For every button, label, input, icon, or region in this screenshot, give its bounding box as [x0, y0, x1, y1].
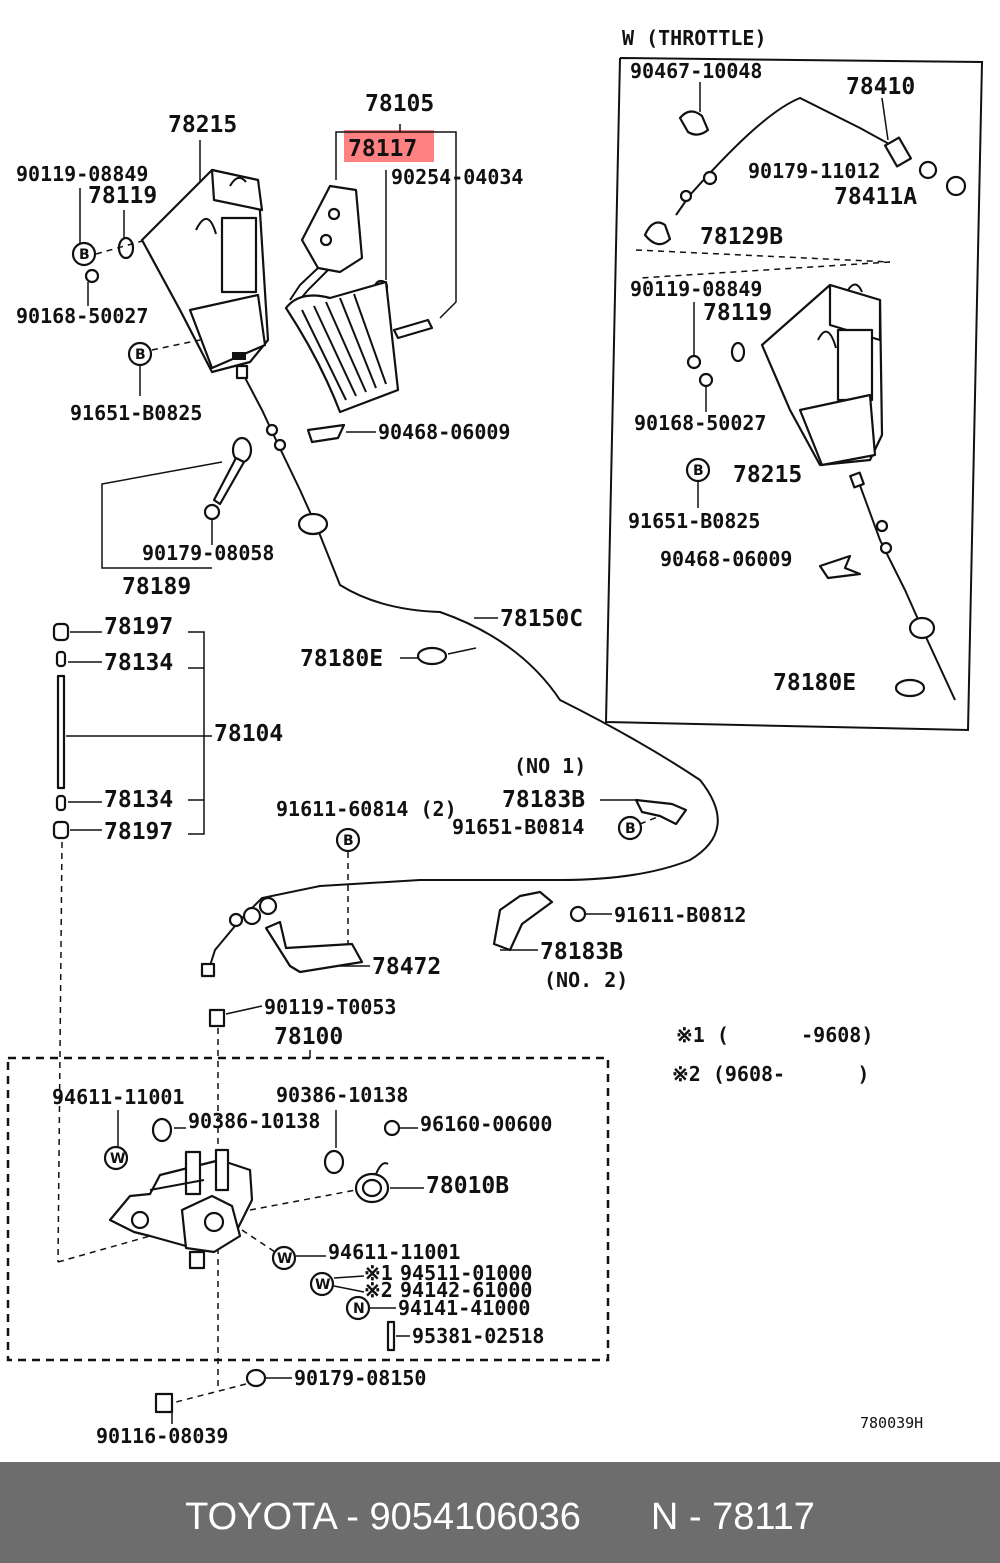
label-96160-00600: 96160-00600	[420, 1112, 552, 1136]
pedal-bracket	[140, 168, 270, 374]
ref-prefix: N -	[650, 1496, 713, 1538]
bolt-78189	[203, 436, 253, 521]
label-78183b-2: 78183B	[540, 939, 623, 965]
label-78134-b: 78134	[104, 787, 173, 813]
label-91651-b0814: 91651-B0814	[452, 815, 584, 839]
label-w-throttle: W (THROTTLE)	[622, 26, 767, 50]
label-90254-04034: 90254-04034	[391, 165, 523, 189]
label-r-78410: 78410	[846, 74, 915, 100]
label-78105: 78105	[365, 91, 434, 117]
label-78104: 78104	[214, 721, 283, 747]
label-94141-41000: 94141-41000	[398, 1296, 530, 1320]
label-78150c: 78150C	[500, 606, 583, 632]
label-78189: 78189	[122, 574, 191, 600]
label-90386-10138-b: 90386-10138	[276, 1083, 408, 1107]
label-no-2: (NO. 2)	[544, 968, 628, 992]
circle-w-2: W	[277, 1251, 292, 1267]
label-r-90168-50027: 90168-50027	[634, 411, 766, 435]
label-78183b-1: 78183B	[502, 787, 585, 813]
note-1: ※1 ( -9608)	[676, 1023, 873, 1047]
label-r-91651-b0825: 91651-B0825	[628, 509, 760, 533]
label-91611-60814: 91611-60814 (2)	[276, 797, 457, 821]
ref-number: 78117	[712, 1496, 815, 1538]
accelerator-pedal-arm	[284, 184, 434, 414]
label-78010b: 78010B	[426, 1173, 509, 1199]
circle-b-3: B	[343, 833, 354, 849]
label-78180e: 78180E	[300, 646, 383, 672]
circle-b-r: B	[693, 463, 704, 479]
label-78117: 78117	[348, 136, 417, 162]
label-90168-50027: 90168-50027	[16, 304, 148, 328]
label-r-78119: 78119	[703, 300, 772, 326]
drawing-number: 780039H	[860, 1414, 923, 1432]
clip-icon	[678, 110, 710, 136]
label-r-78215: 78215	[733, 462, 802, 488]
label-91651-b0825: 91651-B0825	[70, 401, 202, 425]
parts-diagram: W (THROTTLE) 90467-10048 78410 90179-110…	[6, 26, 984, 1448]
circle-w-1: W	[110, 1151, 125, 1167]
label-78197-b: 78197	[104, 819, 173, 845]
label-90386-10138-a: 90386-10138	[188, 1109, 320, 1133]
label-r-78180e: 78180E	[773, 670, 856, 696]
note-2: ※2 (9608- )	[672, 1062, 869, 1086]
label-90119-t0053: 90119-T0053	[264, 995, 396, 1019]
label-94611-11001-a: 94611-11001	[52, 1085, 184, 1109]
part-number: 9054106036	[369, 1496, 581, 1538]
label-r-90468-06009: 90468-06009	[660, 547, 792, 571]
footer-bar: TOYOTA - 9054106036 N - 78117	[0, 1462, 1000, 1563]
spring-78010b	[354, 1162, 390, 1204]
label-91611-b0812: 91611-B0812	[614, 903, 746, 927]
label-95381-02518: 95381-02518	[412, 1324, 544, 1348]
label-78119: 78119	[88, 183, 157, 209]
label-78100: 78100	[274, 1024, 343, 1050]
circle-w-3: W	[315, 1277, 330, 1293]
label-94511-01000: 94511-01000	[400, 1261, 532, 1285]
brand-name: TOYOTA	[185, 1496, 336, 1538]
throttle-variant-box: W (THROTTLE) 90467-10048 78410 90179-110…	[604, 26, 984, 732]
label-r-90119-08849: 90119-08849	[630, 277, 762, 301]
label-94611-11001-b: 94611-11001	[328, 1240, 460, 1264]
label-78134-a: 78134	[104, 650, 173, 676]
separator: -	[335, 1496, 370, 1538]
label-r-78411a: 78411A	[834, 184, 917, 210]
label-90119-08849: 90119-08849	[16, 162, 148, 186]
label-r-90467: 90467-10048	[630, 59, 762, 83]
label-90116-08039: 90116-08039	[96, 1424, 228, 1448]
circle-b-2: B	[135, 347, 146, 363]
circle-n: N	[353, 1301, 365, 1317]
pedal-bracket-right	[760, 283, 884, 467]
circle-b-4: B	[625, 821, 636, 837]
circle-b-1: B	[79, 247, 90, 263]
label-r-78129b: 78129B	[700, 224, 783, 250]
label-r-90179-11012: 90179-11012	[748, 159, 880, 183]
link-assembly	[108, 1148, 254, 1270]
footer-title: TOYOTA - 9054106036 N - 78117	[0, 1496, 1000, 1539]
label-78215: 78215	[168, 112, 237, 138]
highlight-78117	[344, 130, 434, 162]
rod-78104	[52, 622, 70, 840]
label-78472: 78472	[372, 954, 441, 980]
label-94142-61000: 94142-61000	[400, 1278, 532, 1302]
label-no-1: (NO 1)	[514, 754, 586, 778]
mark-2: ※2	[364, 1278, 393, 1302]
label-90179-08058: 90179-08058	[142, 541, 274, 565]
label-90468-06009: 90468-06009	[378, 420, 510, 444]
mark-1: ※1	[364, 1261, 393, 1285]
label-78197-a: 78197	[104, 614, 173, 640]
label-90179-08150: 90179-08150	[294, 1366, 426, 1390]
